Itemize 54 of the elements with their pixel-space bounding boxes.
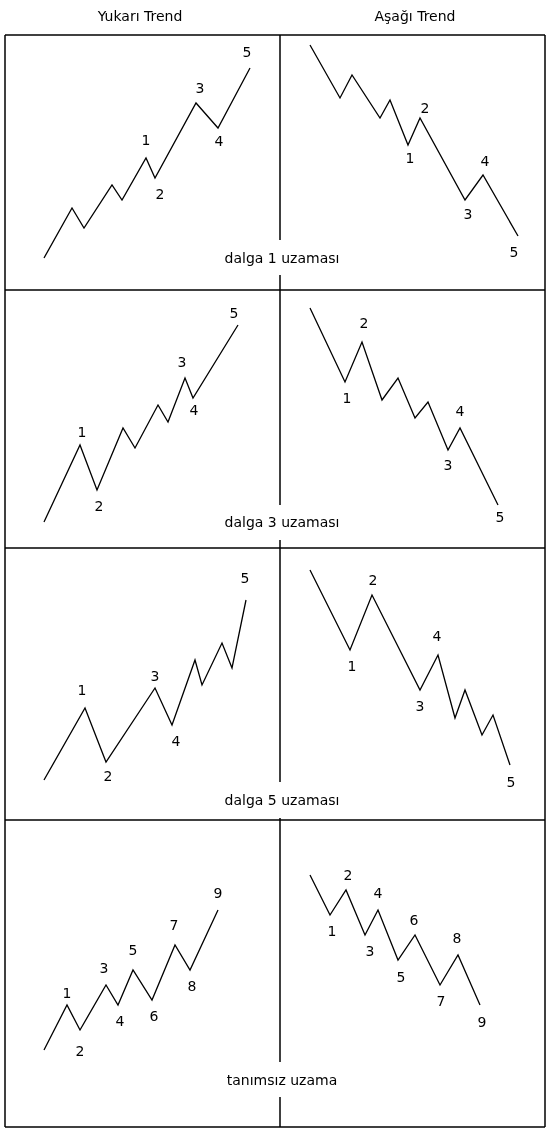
wave-number: 1 [77,424,87,440]
wave-number: 5 [396,969,406,985]
wave-number: 4 [171,733,181,749]
wave-number: 3 [463,206,473,222]
wave-number: 2 [368,572,378,588]
wave-number: 3 [177,354,187,370]
wave-number: 1 [327,923,337,939]
row-caption: dalga 1 uzaması [224,250,340,266]
wave-number: 1 [62,985,72,1001]
wave-number: 7 [169,917,179,933]
wave-number: 6 [149,1008,159,1024]
wave-number: 2 [94,498,104,514]
wave-number: 4 [214,133,224,149]
wave-number: 5 [240,570,250,586]
wave-number: 4 [115,1013,125,1029]
wave-number: 6 [409,912,419,928]
wave-number: 5 [506,774,516,790]
wave-number: 3 [415,698,425,714]
wave-number: 3 [150,668,160,684]
wave-number: 1 [77,682,87,698]
wave-number: 4 [480,153,490,169]
wave-number: 5 [242,44,252,60]
wave-number: 1 [141,132,151,148]
wave-number: 1 [342,390,352,406]
wave-number: 8 [187,978,197,994]
wave-number: 2 [155,186,165,202]
wave-number: 4 [432,628,442,644]
wave-number: 8 [452,930,462,946]
wave-number: 5 [128,942,138,958]
wave-number: 7 [436,993,446,1009]
wave-number: 9 [213,885,223,901]
wave-number: 2 [359,315,369,331]
wave-number: 4 [455,403,465,419]
wave-number: 5 [495,509,505,525]
wave-number: 2 [75,1043,85,1059]
wave-number: 5 [229,305,239,321]
wave-number: 3 [443,457,453,473]
wave-number: 2 [420,100,430,116]
wave-number: 1 [347,658,357,674]
row-caption: dalga 3 uzaması [224,514,340,530]
column-header: Aşağı Trend [374,8,456,24]
wave-number: 9 [477,1014,487,1030]
wave-number: 4 [373,885,383,901]
wave-number: 3 [195,80,205,96]
wave-number: 5 [509,244,519,260]
wave-number: 3 [365,943,375,959]
column-header: Yukarı Trend [97,8,183,24]
wave-number: 3 [99,960,109,976]
row-caption: tanımsız uzama [226,1072,338,1088]
wave-number: 2 [343,867,353,883]
wave-number: 2 [103,768,113,784]
wave-number: 1 [405,150,415,166]
wave-number: 4 [189,402,199,418]
row-caption: dalga 5 uzaması [224,792,340,808]
